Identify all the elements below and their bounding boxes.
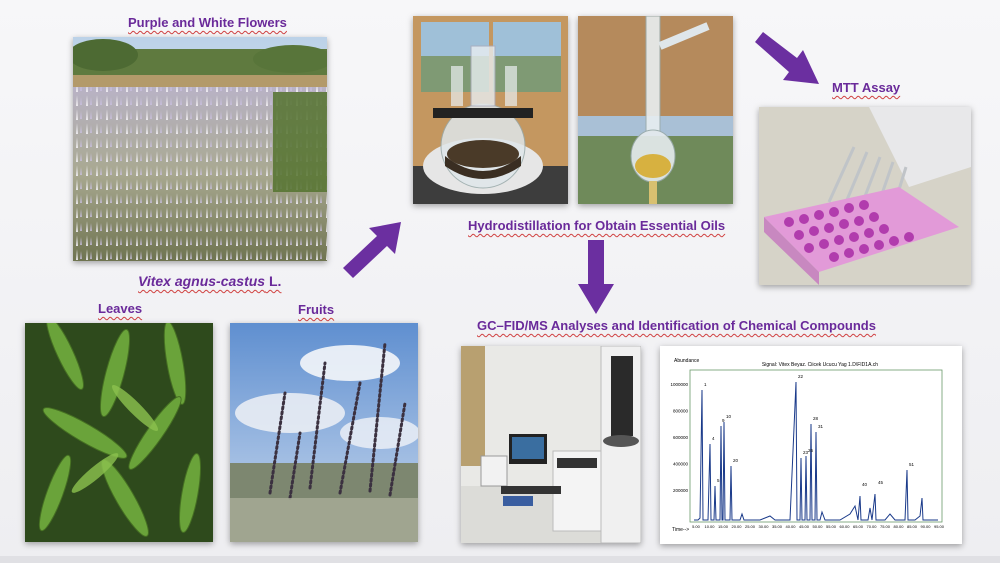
arrow-to-gc [578,240,614,314]
x-tick-label: 45.00 [799,524,810,529]
mtt-assay-photo [759,107,971,285]
x-tick-label: 25.00 [745,524,756,529]
apparatus-image [413,16,568,204]
species-author: L. [265,273,282,289]
peak-label: 40 [862,482,868,487]
x-tick-label: 65.00 [853,524,864,529]
leaves-photo [25,323,213,542]
y-tick-label: 1000000 [670,382,688,387]
flowers-label: Purple and White Flowers [128,15,287,30]
x-axis-label: Time--> [672,527,689,533]
fruits-photo [230,323,418,542]
x-tick-label: 60.00 [839,524,850,529]
leaves-label: Leaves [98,301,143,316]
mtt-plate-image [759,107,971,285]
peak-label: 9 [722,418,725,423]
x-tick-label: 85.00 [907,524,918,529]
y-tick-label: 400000 [673,462,689,467]
x-tick-label: 50.00 [812,524,823,529]
peak-label: 26 [808,448,814,453]
chromatogram: Signal: Vitex Beyaz. Ciicek Ucucu Yag 1.… [660,346,962,544]
hydrodistillation-label: Hydrodistillation for Obtain Essential O… [468,218,726,233]
peak-label: 28 [813,416,819,421]
peak-label: 5 [717,478,720,483]
oil-image [578,16,733,204]
fruits-label: Fruits [298,302,335,317]
hydrodistillation-apparatus-photo [413,16,568,204]
x-tick-label: 70.00 [866,524,877,529]
x-tick-label: 5.00 [692,524,701,529]
flowers-image [73,37,327,261]
peak-label: 45 [878,480,884,485]
x-tick-label: 10.00 [704,524,715,529]
peak-label: 4 [712,436,715,441]
species-name: Vitex agnus-castus [138,273,266,289]
y-axis-label: Abundance [674,358,700,364]
peak-label: 31 [818,424,824,429]
peak-label: 20 [733,458,739,463]
x-tick-label: 40.00 [785,524,796,529]
x-tick-label: 75.00 [880,524,891,529]
chromatogram-trace [694,381,938,521]
peak-label: 22 [798,374,804,379]
peak-label: 1 [704,382,707,387]
y-tick-label: 200000 [673,488,689,493]
x-tick-label: 20.00 [731,524,742,529]
arrow-to-hydrodistillation [343,222,401,278]
flowers-photo [73,37,327,261]
x-tick-label: 15.00 [718,524,729,529]
leaves-image [25,323,213,542]
x-tick-label: 90.00 [920,524,931,529]
x-tick-label: 95.00 [934,524,945,529]
chromatogram-plot: Signal: Vitex Beyaz. Ciicek Ucucu Yag 1.… [670,358,945,533]
peak-label: 10 [726,414,732,419]
x-tick-label: 35.00 [772,524,783,529]
arrow-to-mtt [755,32,819,84]
gc-lab-image [461,346,641,543]
peak-label: 23 [803,450,809,455]
peak-label: 51 [909,462,915,467]
gc-analysis-label: GC–FID/MS Analyses and Identification of… [477,318,876,333]
x-tick-label: 30.00 [758,524,769,529]
x-tick-label: 55.00 [826,524,837,529]
y-tick-label: 600000 [673,435,689,440]
mtt-assay-label: MTT Assay [832,80,901,95]
essential-oil-photo [578,16,733,204]
chromatogram-title: Signal: Vitex Beyaz. Ciicek Ucucu Yag 1.… [762,362,878,368]
gc-instrument-photo [461,346,641,543]
y-ticks: 1000000 800000 600000 400000 200000 [670,382,688,493]
fruits-image [230,323,418,542]
x-tick-label: 80.00 [893,524,904,529]
y-tick-label: 800000 [673,409,689,414]
footer-strip [0,556,1000,563]
species-label: Vitex agnus-castus L. [138,273,281,289]
